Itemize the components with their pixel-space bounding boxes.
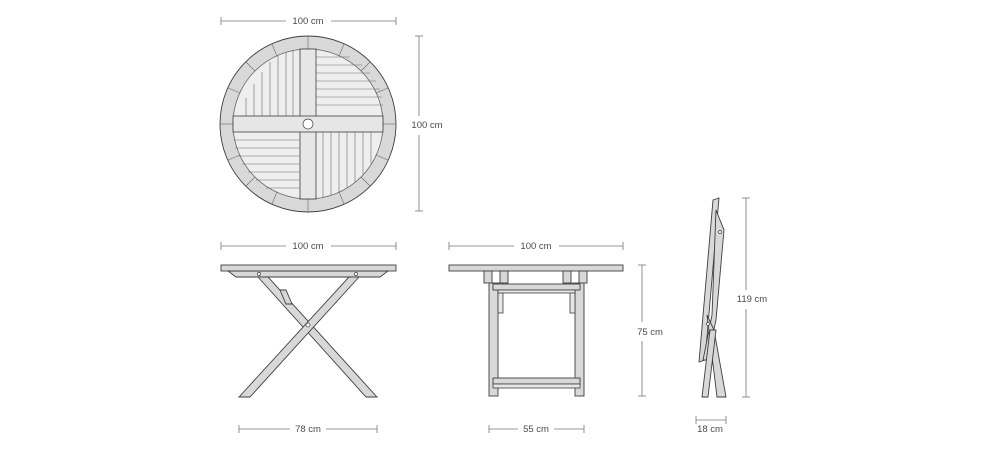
parasol-hole — [302, 118, 314, 130]
round-table-top — [219, 35, 397, 213]
top-view-depth-dimension: 100 cm — [411, 35, 443, 212]
folded-view: 119 cm 18 cm — [695, 197, 768, 435]
side-view: 100 cm 78 cm — [220, 241, 397, 435]
top-view-depth-label: 100 cm — [411, 120, 442, 131]
side-view-width-label: 100 cm — [292, 241, 323, 252]
front-view-width-dimension: 100 cm — [448, 241, 624, 252]
folded-depth-label: 18 cm — [697, 424, 723, 435]
front-view-width-label: 100 cm — [520, 241, 551, 252]
front-view-base-label: 55 cm — [523, 424, 549, 435]
folded-height-dimension: 119 cm — [737, 197, 768, 398]
front-view-height-dimension: 75 cm — [637, 264, 663, 397]
front-view: 100 cm 75 cm — [448, 241, 663, 435]
front-view-base-dimension: 55 cm — [488, 424, 585, 435]
side-view-base-label: 78 cm — [295, 424, 321, 435]
folded-height-label: 119 cm — [737, 294, 768, 305]
top-view-width-dimension: 100 cm — [220, 16, 397, 27]
top-view: 100 cm 100 cm — [219, 16, 443, 213]
front-view-height-label: 75 cm — [637, 327, 663, 338]
side-view-base-dimension: 78 cm — [238, 424, 378, 435]
side-view-width-dimension: 100 cm — [220, 241, 397, 252]
top-view-width-label: 100 cm — [292, 16, 323, 27]
folded-depth-dimension: 18 cm — [695, 416, 727, 435]
